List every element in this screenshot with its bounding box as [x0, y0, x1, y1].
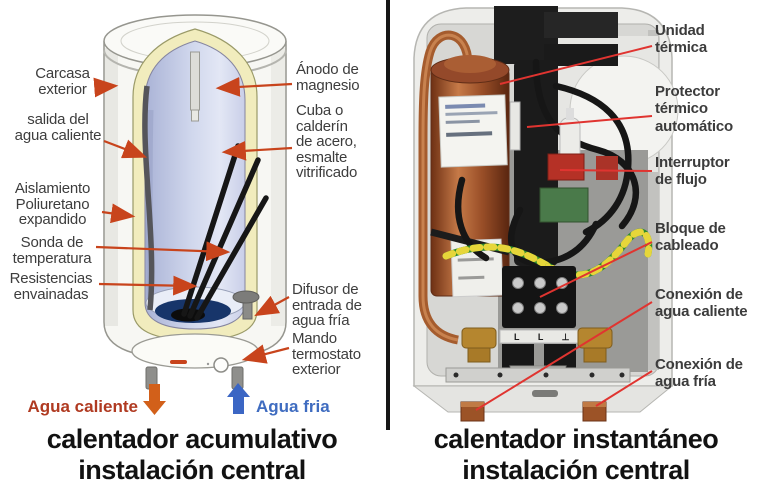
hot-water-flow-label: Agua caliente: [27, 397, 138, 416]
label-unidad-termica: Unidad térmica: [655, 22, 707, 57]
label-anodo-magnesio: Ánodo de magnesio: [296, 61, 360, 94]
label-interruptor-flujo: Interruptor de flujo: [655, 154, 730, 189]
storage-heater-illustration: [93, 14, 293, 415]
left-panel-title: calentador acumulativo instalación centr…: [46, 424, 338, 486]
label-difusor: Difusor de entrada de agua fría: [292, 281, 362, 330]
hot-water-down-arrow: [143, 384, 166, 415]
instant-heater-photo: L L ⊥: [412, 6, 679, 422]
thermostat-knob: [213, 357, 229, 373]
panel-divider: [386, 0, 390, 430]
label-carcasa-exterior: Carcasa exterior: [35, 65, 90, 98]
label-resistencias: Resistencias envainadas: [9, 270, 93, 303]
anode-rod: [190, 51, 200, 111]
label-aislamiento: Aislamiento Poliuretano expandido: [14, 180, 91, 229]
right-leader-lines: [475, 45, 653, 411]
label-cuba-calderin: Cuba o calderín de acero, esmalte vitrif…: [296, 102, 358, 182]
cold-water-up-arrow: [227, 383, 250, 414]
flow-switch: [547, 153, 585, 181]
hot-water-outlet-pipe: [142, 85, 155, 311]
left-label-arrows: [93, 77, 293, 364]
bottom-cap: [131, 333, 259, 369]
cold-water-flow-label: Agua fria: [256, 397, 330, 416]
base-plate: [445, 367, 631, 383]
label-bloque-cableado: Bloque de cableado: [655, 220, 726, 255]
label-mando-termostato: Mando termostato exterior: [292, 330, 361, 379]
case-bottom: [412, 385, 674, 413]
cold-water-diffuser: [232, 290, 260, 320]
circuit-board: [539, 187, 589, 223]
terminal-marking: L L ⊥: [514, 332, 578, 342]
label-protector-termico: Protector térmico automático: [655, 83, 734, 135]
copper-connection-stubs: [460, 401, 607, 422]
spec-label: [438, 94, 508, 168]
copper-heat-exchanger: [418, 30, 510, 345]
label-conexion-caliente: Conexión de agua caliente: [655, 286, 748, 321]
right-panel-title: calentador instantáneo instalación centr…: [433, 424, 719, 486]
label-salida-agua-caliente: salida del agua caliente: [14, 111, 102, 144]
label-conexion-fria: Conexión de agua fría: [655, 356, 743, 391]
label-sonda-temperatura: Sonda de temperatura: [12, 234, 92, 267]
